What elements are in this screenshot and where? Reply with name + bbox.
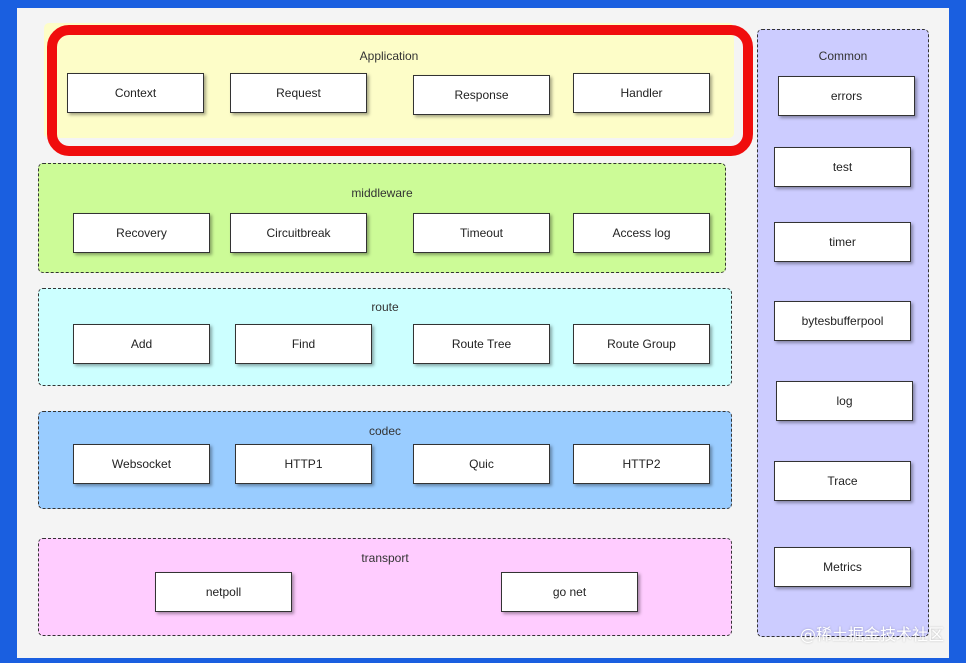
- transport-box-go-net: go net: [501, 572, 638, 612]
- application-box-handler: Handler: [573, 73, 710, 113]
- route-box-route-tree: Route Tree: [413, 324, 550, 364]
- route-layer-title: route: [371, 300, 399, 314]
- application-box-context: Context: [67, 73, 204, 113]
- common-box-timer: timer: [774, 222, 911, 262]
- route-box-add: Add: [73, 324, 210, 364]
- codec-box-quic: Quic: [413, 444, 550, 484]
- route-box-find: Find: [235, 324, 372, 364]
- codec-box-websocket: Websocket: [73, 444, 210, 484]
- middleware-box-access-log: Access log: [573, 213, 710, 253]
- common-box-bytesbufferpool: bytesbufferpool: [774, 301, 911, 341]
- transport-box-netpoll: netpoll: [155, 572, 292, 612]
- watermark: @稀土掘金技术社区: [799, 625, 944, 644]
- route-box-route-group: Route Group: [573, 324, 710, 364]
- common-box-errors: errors: [778, 76, 915, 116]
- application-layer-title: Application: [359, 49, 419, 63]
- transport-layer-title: transport: [361, 551, 409, 565]
- application-box-request: Request: [230, 73, 367, 113]
- application-highlight-frame: [47, 25, 753, 156]
- common-box-trace: Trace: [774, 461, 911, 501]
- codec-box-http2: HTTP2: [573, 444, 710, 484]
- middleware-layer-title: middleware: [351, 186, 413, 200]
- codec-box-http1: HTTP1: [235, 444, 372, 484]
- common-box-metrics: Metrics: [774, 547, 911, 587]
- common-layer-title: Common: [818, 49, 868, 63]
- common-box-test: test: [774, 147, 911, 187]
- codec-layer-title: codec: [368, 424, 402, 438]
- diagram-canvas: Application Context Request Response Han…: [17, 8, 949, 658]
- application-box-response: Response: [413, 75, 550, 115]
- middleware-box-recovery: Recovery: [73, 213, 210, 253]
- middleware-box-timeout: Timeout: [413, 213, 550, 253]
- middleware-box-circuitbreak: Circuitbreak: [230, 213, 367, 253]
- common-box-log: log: [776, 381, 913, 421]
